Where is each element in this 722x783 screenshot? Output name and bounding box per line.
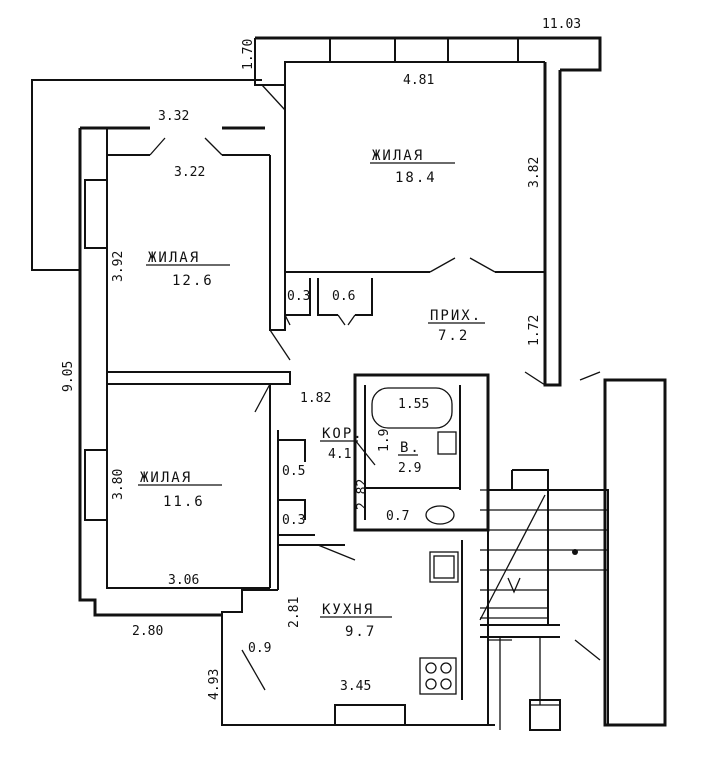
closet-area: 0.9 [248,641,271,656]
room-name-corridor: КОР. [322,426,364,442]
room-area-hall: 7.2 [438,328,469,344]
dimension: 3.80 [111,469,126,500]
room-name-living-3: ЖИЛАЯ [140,470,192,486]
closet-labels: 0.3 0.6 0.5 0.3 0.9 0.7 1.55 [248,289,429,656]
room-area-bath: 2.9 [398,461,421,476]
dimension: 3.22 [174,165,205,180]
dimension: 3.82 [527,157,542,188]
dimension: 11.03 [542,17,581,32]
room-name-living-1: ЖИЛАЯ [372,148,424,164]
dimension: 1.72 [527,315,542,346]
closet-area: 0.3 [282,513,305,528]
dimension: 3.32 [158,109,189,124]
room-name-bath: В. [400,440,421,456]
room-name-living-2: ЖИЛАЯ [148,250,200,266]
closet-area: 0.7 [386,509,409,524]
room-area-corridor: 4.1 [328,447,351,462]
dimension: 3.45 [340,679,371,694]
closet-area: 0.3 [287,289,310,304]
room-area-living-1: 18.4 [395,170,437,186]
dimension: 1.70 [241,39,256,70]
room-labels: ЖИЛАЯ 18.4 ЖИЛАЯ 12.6 ЖИЛАЯ 11.6 ПРИХ. 7… [138,148,485,640]
dimension: 3.06 [168,573,199,588]
room-name-kitchen: КУХНЯ [322,602,374,618]
closet-area: 0.6 [332,289,355,304]
dimension: 1.82 [300,391,331,406]
dimension: 2.81 [287,597,302,628]
closet-area: 1.55 [398,397,429,412]
dimension: 2.80 [132,624,163,639]
room-area-living-3: 11.6 [163,494,205,510]
walls [31,36,667,731]
closet-area: 0.5 [282,464,305,479]
dimension: 4.93 [207,669,222,700]
room-name-hall: ПРИХ. [430,308,482,324]
dimension: 9.05 [61,361,76,392]
dimension-labels: 11.03 1.70 4.81 3.82 3.32 3.22 3.92 9.05… [61,17,581,700]
staircase [479,489,608,621]
dimension: 1.9 [377,429,392,452]
room-area-kitchen: 9.7 [345,624,376,640]
dimension: 4.81 [403,73,434,88]
dimension: 2.82 [355,479,370,510]
dimension: 3.92 [111,251,126,282]
room-area-living-2: 12.6 [172,273,214,289]
